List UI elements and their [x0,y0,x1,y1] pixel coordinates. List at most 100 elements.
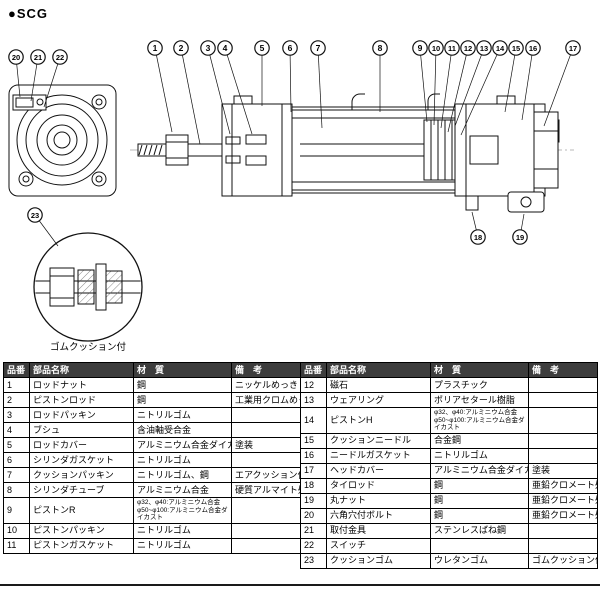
cell-note [231,407,301,423]
cell-note [231,522,301,539]
detail-label: ゴムクッション付 [50,341,127,353]
callout-9 [412,40,428,56]
cell-material: 鋼 [133,377,232,393]
callout-number: 21 [34,53,42,62]
column-header: 材 質 [430,362,529,378]
callout-number: 7 [316,43,321,53]
callout-number: 17 [569,44,577,53]
callout-leader-line [543,47,574,127]
callout-5 [254,40,270,56]
callout-number: 13 [480,44,488,53]
cell-name: ブシュ [29,422,134,438]
cell-no: 23 [300,552,327,569]
callout-leader-line [224,47,253,135]
cell-no: 1 [3,377,30,393]
switch-bracket-detail [12,94,47,111]
callout-21 [30,49,46,65]
cell-name: 取付金具 [326,522,431,539]
callout-number: 2 [179,43,184,53]
cell-note [528,447,598,464]
cell-material: 鋼 [430,492,529,509]
cell-material: プラスチック [430,377,529,393]
cell-material: 鋼 [133,392,232,408]
callout-number: 4 [223,43,228,53]
callout-14 [492,40,508,56]
callout-leader-line [43,56,61,108]
callout-18 [470,229,486,245]
callout-number: 11 [448,44,456,53]
callout-number: 19 [516,233,524,242]
callout-11 [444,40,460,56]
cell-name: ロッドパッキン [29,407,134,423]
cell-no: 19 [300,492,327,509]
callout-leader-line [504,47,517,113]
cell-name: ピストンロッド [29,392,134,408]
callout-leader-line [433,47,437,126]
cell-material: ニトリルゴム [133,522,232,539]
cell-material: 鋼 [430,477,529,494]
table-row: 19丸ナット鋼亜鉛クロメート処理 [300,492,598,509]
callout-1 [147,40,163,56]
table-row: 17ヘッドカバーアルミニウム合金ダイカスト塗装 [300,462,598,479]
cell-material: 含油軸受合金 [133,422,232,438]
callout-23 [27,207,43,223]
cell-no: 5 [3,437,30,453]
side-view [130,93,574,213]
cell-no: 21 [300,522,327,539]
cell-no: 4 [3,422,30,438]
cell-material: 鋼 [430,507,529,524]
cell-material: φ32、φ40:アルミニウム合金 φ50~φ100:アルミニウム合金ダイカスト [430,407,529,434]
cell-note [528,537,598,554]
callout-number: 22 [56,53,64,62]
column-header: 材 質 [133,362,232,378]
callout-leader-line [521,47,534,121]
callout-number: 20 [12,53,20,62]
cell-name: シリンダチューブ [29,482,134,498]
cell-name: ピストンH [326,407,431,434]
callout-7 [310,40,326,56]
page-title: ●SCG [8,6,49,21]
table-row: 5ロッドカバーアルミニウム合金ダイカスト塗装 [3,437,301,453]
cell-note [528,522,598,539]
column-header: 備 考 [231,362,301,378]
cell-name: 丸ナット [326,492,431,509]
cell-note [231,452,301,468]
callout-12 [460,40,476,56]
column-header: 品番 [3,362,30,378]
front-view [8,84,117,197]
callout-leader-line [447,47,469,133]
callout-number: 16 [529,44,537,53]
callout-leader-line [419,47,428,123]
cell-no: 22 [300,537,327,554]
cell-note: エアクッション付のみ [231,467,301,483]
table-row: 18タイロッド鋼亜鉛クロメート処理 [300,477,598,494]
callout-leader-line [454,47,485,127]
cell-name: ピストンガスケット [29,537,134,554]
callout-number: 3 [206,43,211,53]
cell-name: ヘッドカバー [326,462,431,479]
cell-note: 塗装 [528,462,598,479]
cell-no: 2 [3,392,30,408]
cell-note [231,497,301,524]
bottom-rule [0,584,600,586]
cell-no: 16 [300,447,327,464]
callout-leader-line [440,47,453,129]
callout-15 [508,40,524,56]
column-header: 部品名称 [326,362,431,378]
cell-name: クッションゴム [326,552,431,569]
cell-no: 12 [300,377,327,393]
column-header: 部品名称 [29,362,134,378]
cell-no: 15 [300,432,327,449]
callout-17 [565,40,581,56]
callout-6 [282,40,298,56]
callout-3 [200,40,216,56]
